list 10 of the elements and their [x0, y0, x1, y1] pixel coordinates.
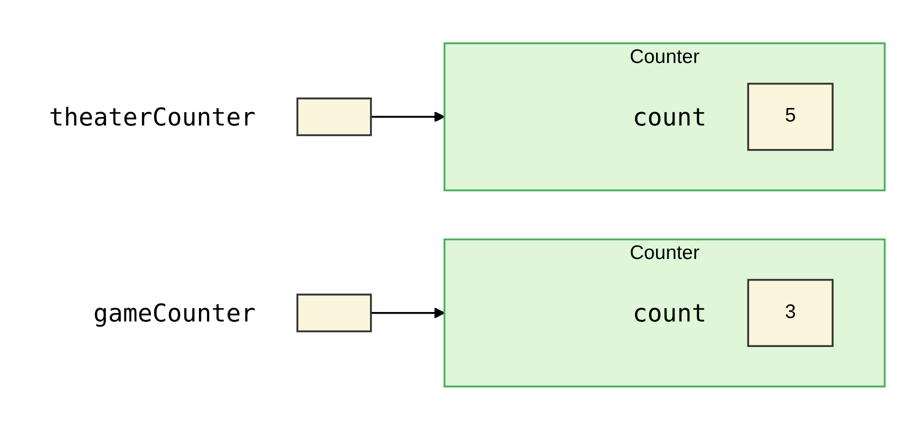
node-label: count: [632, 102, 706, 132]
arrow: [370, 112, 445, 122]
node-box: 3: [747, 279, 834, 348]
node-box: 5: [747, 82, 834, 151]
node-box: [296, 98, 372, 136]
arrow: [370, 308, 445, 318]
node-box: [296, 294, 372, 332]
node-label: gameCounter: [93, 298, 256, 328]
node-label: theaterCounter: [49, 102, 256, 132]
node-label: count: [632, 298, 706, 328]
